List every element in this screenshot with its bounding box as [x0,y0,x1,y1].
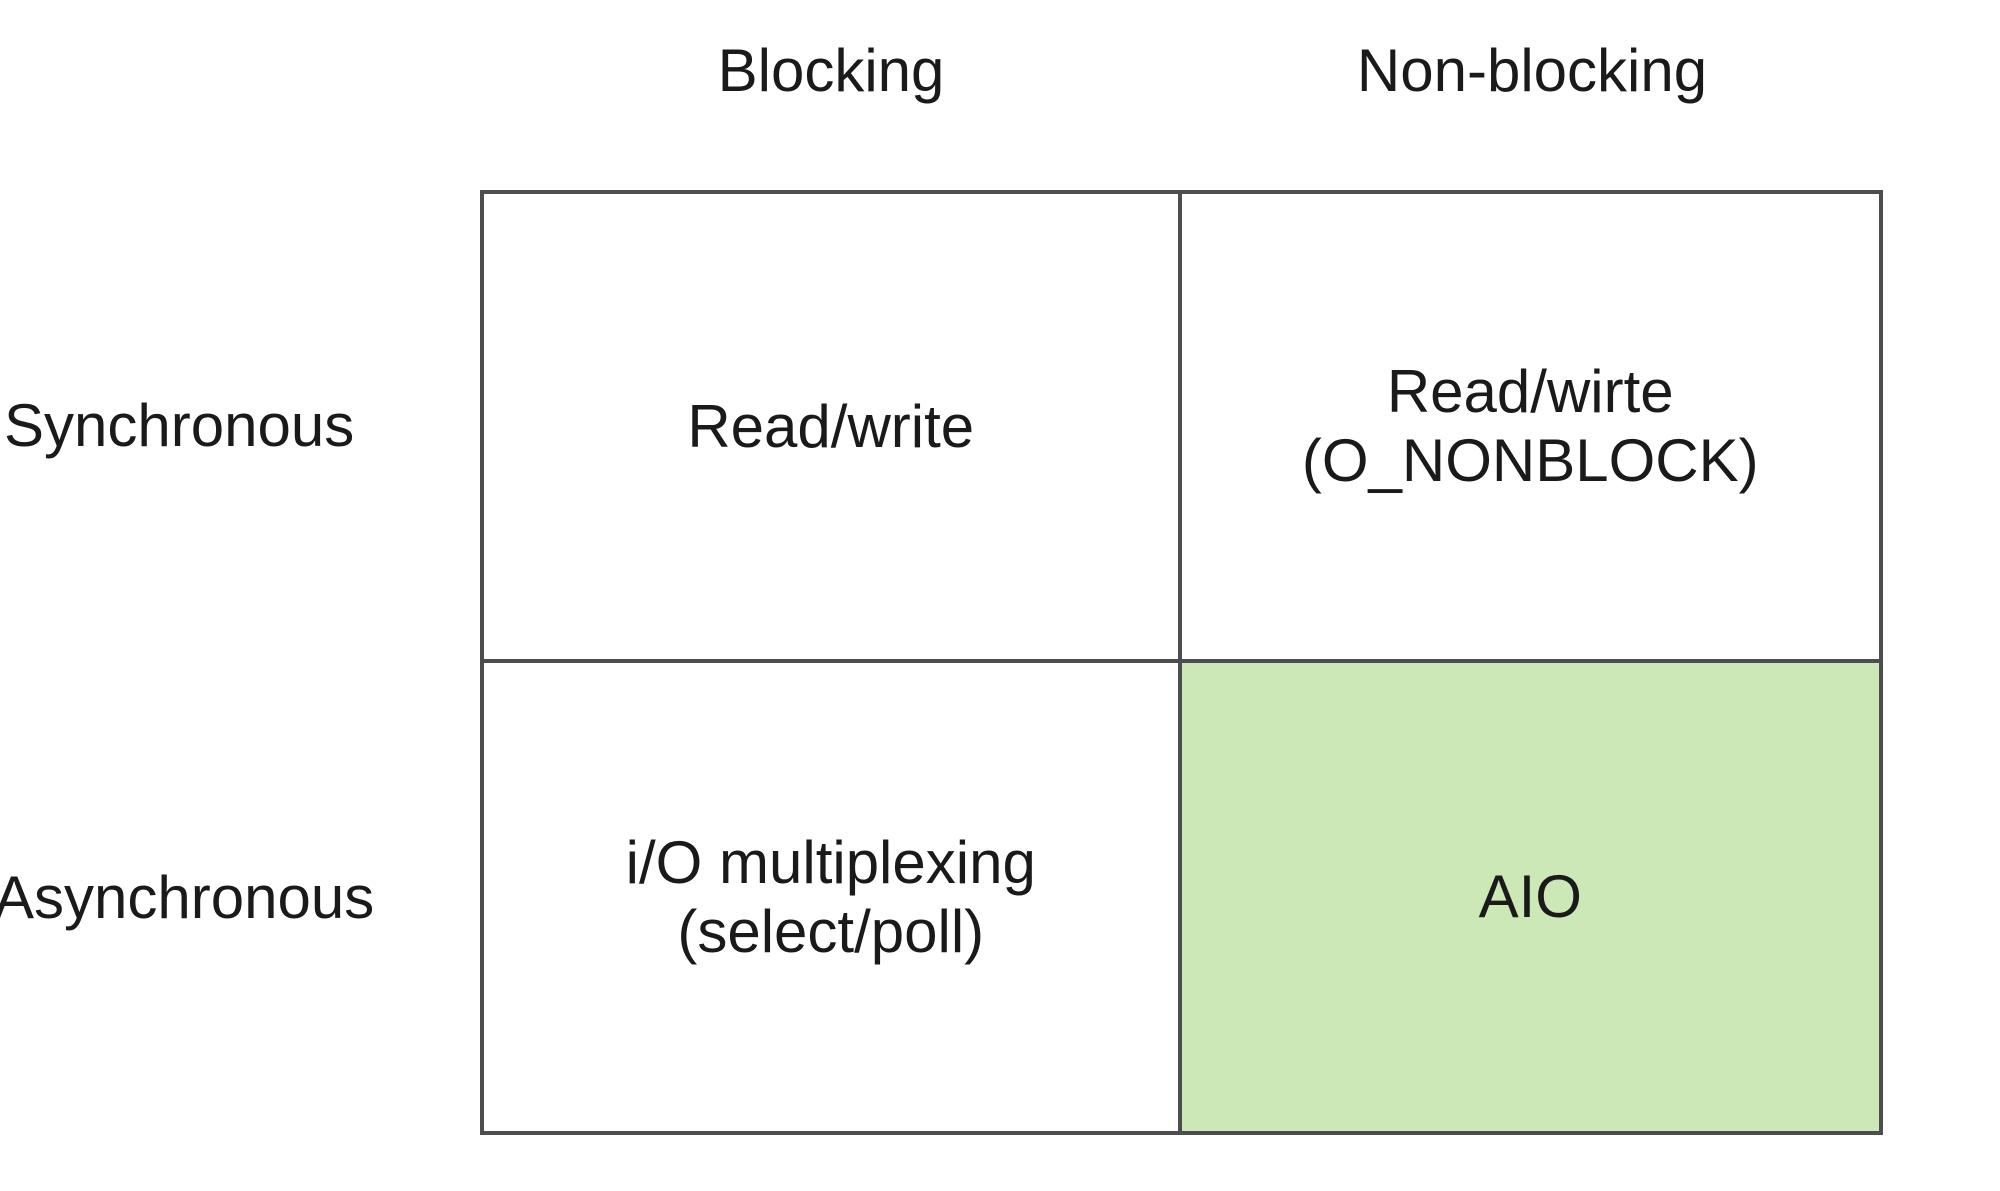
cell-text-io-multiplexing: i/O multiplexing [625,828,1036,896]
row-header-synchronous-text: Synchronous [4,391,355,459]
cell-asynchronous-non-blocking-aio: AIO [1181,662,1879,1131]
cell-synchronous-non-blocking: Read/wirte (O_NONBLOCK) [1181,194,1879,663]
row-header-asynchronous: Asynchronous [0,660,374,1135]
cell-asynchronous-blocking: i/O multiplexing (select/poll) [484,662,1182,1131]
cell-text-select-poll: (select/poll) [677,897,985,965]
cell-text-aio: AIO [1478,863,1582,931]
column-header-non-blocking: Non-blocking [1356,37,1708,104]
cell-text-read-write: Read/write [687,392,975,460]
row-header-synchronous: Synchronous [4,190,354,660]
column-header-blocking: Blocking [717,37,945,104]
matrix-grid: Read/write Read/wirte (O_NONBLOCK) i/O m… [480,190,1883,1135]
cell-text-o-nonblock: (O_NONBLOCK) [1301,427,1759,495]
row-header-asynchronous-text: Asynchronous [0,864,375,931]
cell-text-read-wirte: Read/wirte [1386,358,1674,426]
cell-synchronous-blocking: Read/write [484,194,1182,663]
